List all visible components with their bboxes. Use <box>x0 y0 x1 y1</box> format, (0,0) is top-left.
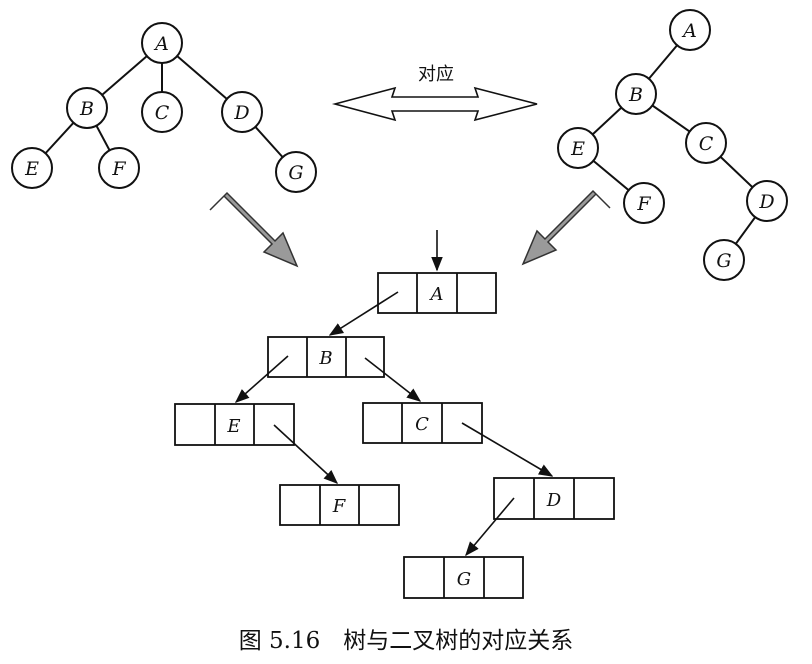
bin-node-f <box>623 182 665 224</box>
bin-node-e-label: E <box>570 138 585 160</box>
bin-node-f-label: F <box>636 193 651 215</box>
down-right-block-arrow <box>209 191 299 268</box>
binary-tree <box>577 29 768 261</box>
storage-node-g: G <box>403 556 524 599</box>
tree-node-e-label: E <box>24 158 39 180</box>
bin-node-g <box>703 239 745 281</box>
tree-node-c <box>141 91 183 133</box>
down-left-block-arrow <box>521 189 611 266</box>
storage-node-d: D <box>493 477 615 520</box>
bin-node-d-label: D <box>758 191 774 213</box>
storage-node-f: F <box>279 484 400 526</box>
binary-tree-nodes: A B E C F D G <box>557 9 788 281</box>
bin-node-c <box>685 122 727 164</box>
storage-node-e: E <box>174 403 295 446</box>
storage-node-e-label: E <box>226 416 240 437</box>
pointer-d-to-g <box>465 497 515 557</box>
bin-node-b <box>615 73 657 115</box>
tree-node-e <box>11 147 53 189</box>
tree-node-d <box>221 91 263 133</box>
tree-node-f <box>98 147 140 189</box>
pointer-e-to-f <box>273 424 339 484</box>
linked-storage: A B E C F <box>174 230 615 599</box>
pointer-b-to-c <box>364 357 422 402</box>
bin-node-c-label: C <box>699 133 714 155</box>
figure-caption: 图 5.16 树与二叉树的对应关系 <box>239 628 574 654</box>
correspondence-arrow: 对应 <box>331 64 538 122</box>
tree-node-a-label: A <box>153 33 169 55</box>
tree-node-g-label: G <box>288 162 303 184</box>
gray-arrow-down-right-icon <box>209 191 299 268</box>
pointer-a-to-b <box>328 291 399 336</box>
double-arrow-icon <box>331 86 538 122</box>
storage-node-f-label: F <box>332 496 347 517</box>
bin-node-a <box>669 9 711 51</box>
general-tree-nodes: A B C D E F G <box>11 22 317 193</box>
tree-node-b-label: B <box>79 98 94 120</box>
tree-node-d-label: D <box>233 102 249 124</box>
tree-node-c-label: C <box>155 102 170 124</box>
storage-node-b-label: B <box>318 348 332 369</box>
storage-node-c: C <box>362 402 483 444</box>
bin-node-g-label: G <box>716 250 731 272</box>
bin-node-b-label: B <box>628 84 643 106</box>
correspondence-label: 对应 <box>418 64 454 85</box>
storage-node-c-label: C <box>415 414 429 435</box>
storage-node-b: B <box>267 336 385 378</box>
pointer-c-to-d <box>461 422 554 477</box>
storage-node-g-label: G <box>457 569 471 590</box>
bin-node-e <box>557 127 599 169</box>
tree-node-b <box>66 87 108 129</box>
pointer-b-to-e <box>234 355 289 403</box>
storage-node-d-label: D <box>546 490 562 511</box>
bin-node-d <box>746 180 788 222</box>
tree-node-f-label: F <box>111 158 126 180</box>
storage-node-a-label: A <box>429 284 444 305</box>
bin-node-a-label: A <box>681 20 697 42</box>
tree-node-a <box>141 22 183 64</box>
gray-arrow-down-left-icon <box>521 189 611 266</box>
tree-node-g <box>275 151 317 193</box>
